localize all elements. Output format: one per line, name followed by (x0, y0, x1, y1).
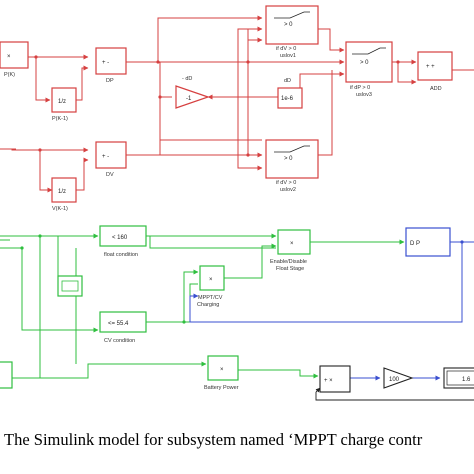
switch1-symbol: > 0 (284, 22, 293, 28)
sum-out-block[interactable] (319, 365, 351, 393)
delay-p-symbol: 1/z (58, 99, 66, 105)
label-dp: DP (106, 78, 114, 84)
sum-out-symbol: + × (324, 378, 333, 384)
left-edge-block[interactable] (0, 361, 13, 389)
green-labels: float condition CV condition Enable/Disa… (104, 252, 307, 391)
float-compare-value: < 160 (112, 235, 128, 241)
label-mppt-cv-l1: MPPT/CV (198, 295, 223, 301)
float-compare-block[interactable] (99, 225, 147, 247)
label-pk1: P(K-1) (52, 116, 68, 122)
switch3-block[interactable] (345, 41, 393, 83)
black-blocks (319, 365, 474, 393)
label-switch1-l1: if dV > 0 (276, 46, 296, 52)
sum-dv-symbol: + - (102, 154, 109, 160)
delay-v-symbol: 1/z (58, 189, 66, 195)
mult-mppt-symbol: × (209, 277, 213, 283)
black-wires (315, 387, 474, 401)
label-minus-dd: - dD (182, 76, 192, 82)
junction-dots (20, 55, 464, 324)
label-battery-power: Battery Power (204, 385, 239, 391)
label-vk1: V(K-1) (52, 206, 68, 212)
label-cv-condition: CV condition (104, 338, 135, 344)
scope-block[interactable] (57, 275, 83, 297)
label-mppt-cv-l2: Charging (197, 302, 219, 308)
label-switch3-l2: uslov3 (356, 92, 372, 98)
mult-float-symbol: × (290, 241, 294, 247)
display-inner (446, 370, 474, 386)
label-switch2-l2: uslov2 (280, 187, 296, 193)
figure-caption: The Simulink model for subsystem named ‘… (4, 430, 423, 449)
blue-wires (189, 241, 474, 381)
add-block[interactable] (417, 51, 453, 81)
delay-v-block[interactable] (51, 177, 77, 203)
green-block-text: < 160 <= 55.4 × × × D P + × 100 1.6 (108, 235, 471, 384)
label-enable-float-l2: Float Stage (276, 266, 304, 272)
cv-compare-block[interactable] (99, 311, 147, 333)
gain-block[interactable] (175, 85, 210, 109)
red-block-text: × 1/z + - -1 1e-6 + - 1/z > 0 > 0 > 0 + … (7, 22, 435, 195)
blue-blocks (405, 227, 451, 257)
label-switch1-l2: uslov1 (280, 53, 296, 59)
mult-float-block[interactable] (277, 229, 311, 255)
sum-dp-symbol: + - (102, 60, 109, 66)
mult-battery-symbol: × (220, 367, 224, 373)
cv-compare-value: <= 55.4 (108, 321, 129, 327)
red-wires (0, 15, 474, 193)
scope-screen (61, 280, 79, 292)
label-switch2-l1: if dV > 0 (276, 180, 296, 186)
const-dd-block[interactable] (277, 87, 303, 109)
display-value: 1.6 (462, 377, 471, 383)
label-enable-float-l1: Enable/Disable (270, 259, 307, 265)
product-p-symbol: × (7, 54, 11, 60)
dp-block[interactable] (405, 227, 451, 257)
label-switch3-l1: if dP > 0 (350, 85, 370, 91)
const-dd-value: 1e-6 (281, 96, 294, 102)
add-symbol: + + (426, 64, 435, 70)
delay-p-block[interactable] (51, 87, 77, 113)
switch-glyphs (274, 11, 386, 153)
sum-dp-block[interactable] (95, 47, 127, 75)
red-labels: P(K) P(K-1) DP - dD dD DV V(K-1) if dV >… (4, 46, 442, 212)
switch2-symbol: > 0 (284, 156, 293, 162)
mult-battery-block[interactable] (207, 355, 239, 381)
red-blocks (0, 5, 453, 203)
mult-mppt-block[interactable] (199, 265, 225, 291)
dp-block-ports: D P (410, 241, 420, 247)
gain-100-block[interactable] (383, 367, 414, 389)
product-p-block[interactable] (0, 41, 29, 69)
label-add: ADD (430, 86, 442, 92)
green-blocks (0, 225, 311, 389)
switch3-symbol: > 0 (360, 60, 369, 66)
display-block[interactable] (443, 367, 474, 389)
green-wires (0, 233, 405, 379)
label-float-condition: float condition (104, 252, 138, 258)
label-pk: P(K) (4, 72, 15, 78)
gain-symbol: -1 (186, 96, 192, 102)
gain-100-value: 100 (389, 377, 400, 383)
sum-dv-block[interactable] (95, 141, 127, 169)
label-dv: DV (106, 172, 114, 178)
label-dd: dD (284, 78, 291, 84)
